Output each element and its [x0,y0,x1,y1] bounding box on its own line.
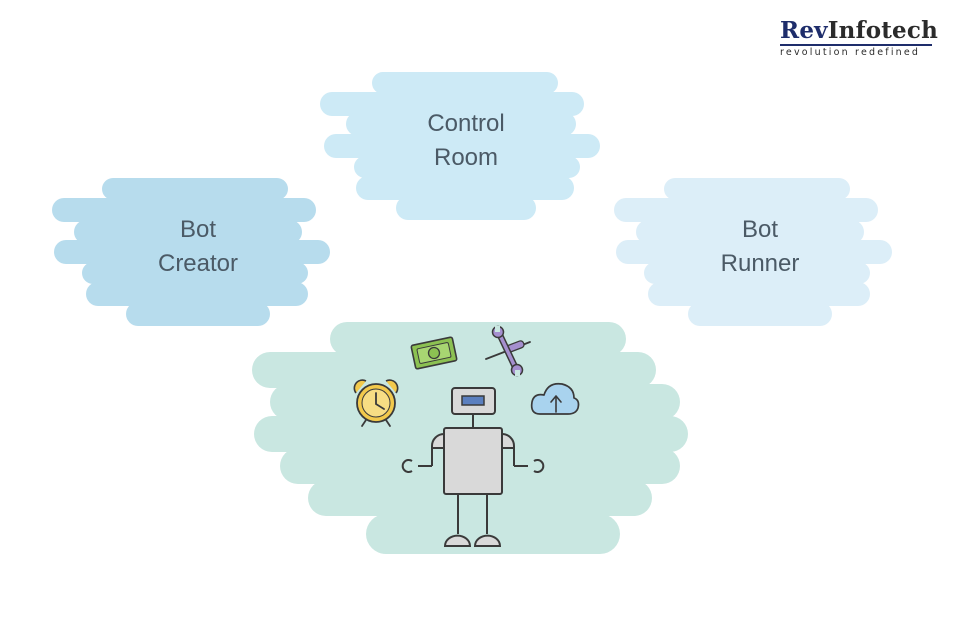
bot-creator-label-line2: Creator [157,250,239,277]
alarm-clock-icon [353,379,399,427]
control-room-cloud [320,72,600,220]
bot-runner-label: Bot Runner [680,213,840,281]
bot-runner-label-line1: Bot [741,216,779,243]
bot-runner-cloud [614,178,892,326]
robot-icon [401,387,545,547]
brand-tagline: revolution redefined [780,44,932,58]
control-room-label-line2: Room [433,144,499,171]
bot-creator-label-line1: Bot [179,216,217,243]
bot-creator-cloud [52,178,330,326]
wrench-screwdriver-icon [485,325,531,377]
bot-creator-label: Bot Creator [118,213,278,281]
control-room-label: Control Room [386,107,546,175]
brand-name: RevInfotech [780,17,938,44]
control-room-label-line1: Control [427,110,505,137]
brand-name-part2: Infotech [827,17,939,44]
brand-name-part1: Rev [780,17,828,44]
cloud-upload-icon [530,382,580,415]
bot-runner-label-line2: Runner [720,250,800,277]
brand-logo: RevInfotech revolution redefined [780,17,938,58]
money-icon [410,336,458,370]
